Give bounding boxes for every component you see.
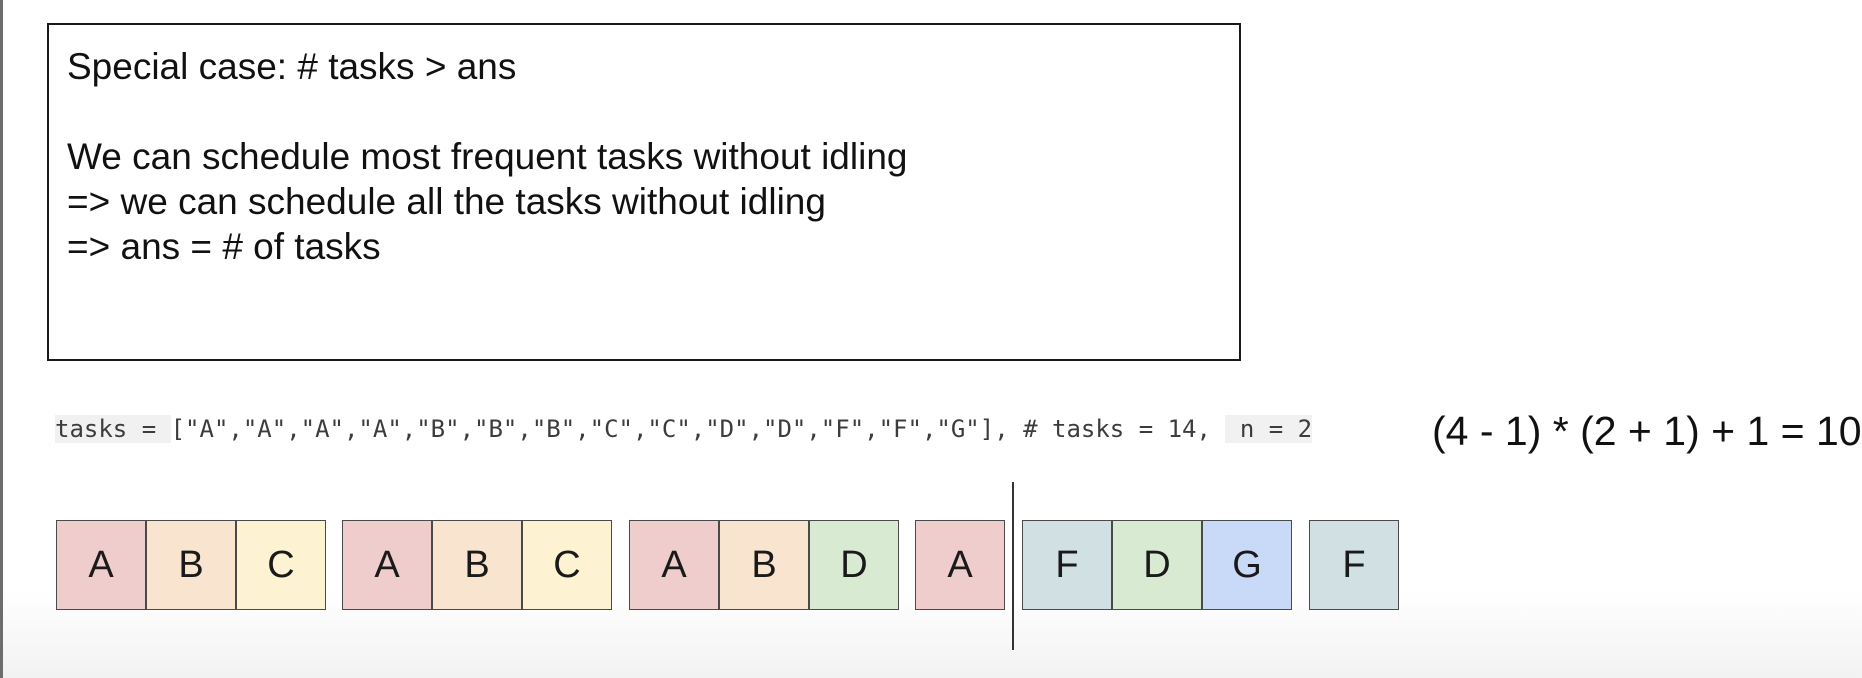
task-cell-c: C	[522, 520, 612, 610]
task-cell-c: C	[236, 520, 326, 610]
code-n-value: n = 2	[1225, 415, 1313, 443]
task-cell-a: A	[629, 520, 719, 610]
left-edge-bar	[0, 0, 3, 678]
task-cell-a: A	[56, 520, 146, 610]
note-line: => ans = # of tasks	[67, 226, 381, 267]
task-cell-b: B	[146, 520, 236, 610]
schedule-divider	[1012, 482, 1014, 650]
code-task-list: ["A","A","A","A","B","B","B","C","C","D"…	[170, 415, 1226, 443]
task-cell-f: F	[1309, 520, 1399, 610]
task-cell-a: A	[342, 520, 432, 610]
task-cell-d: D	[809, 520, 899, 610]
task-cell-g: G	[1202, 520, 1292, 610]
tasks-code: tasks = ["A","A","A","A","B","B","B","C"…	[55, 410, 1313, 448]
task-cell-b: B	[719, 520, 809, 610]
task-cell-d: D	[1112, 520, 1202, 610]
task-cell-a: A	[915, 520, 1005, 610]
task-cell-f: F	[1022, 520, 1112, 610]
note-title: Special case: # tasks > ans	[67, 46, 517, 87]
formula: (4 - 1) * (2 + 1) + 1 = 10	[1432, 408, 1862, 454]
note-line: => we can schedule all the tasks without…	[67, 181, 826, 222]
code-prefix: tasks =	[55, 415, 171, 443]
task-cell-b: B	[432, 520, 522, 610]
note-line: We can schedule most frequent tasks with…	[67, 136, 908, 177]
note-box: Special case: # tasks > ans We can sched…	[47, 23, 1241, 361]
